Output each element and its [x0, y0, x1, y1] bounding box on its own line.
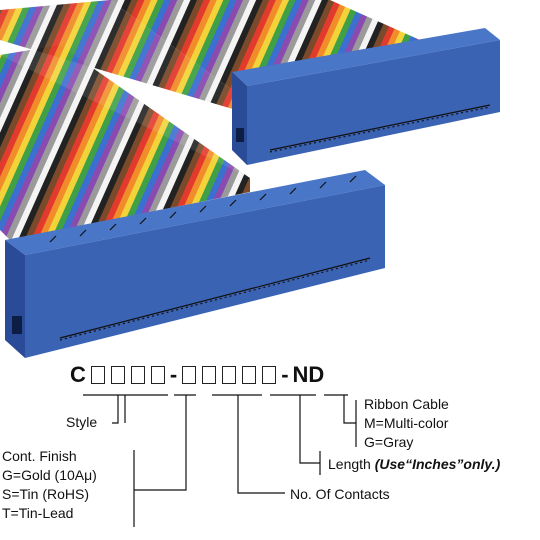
length-text: Length — [328, 456, 375, 472]
ribbon-box — [262, 366, 277, 384]
connector-lines — [83, 394, 357, 527]
cont-finish-tinlead: T=Tin-Lead — [2, 505, 74, 521]
code-prefix: C — [70, 362, 86, 387]
part-number-code: C - - ND — [68, 361, 326, 389]
length-label: Length (Use“Inches”only.) — [328, 455, 500, 473]
length-box — [222, 366, 237, 384]
back-connector — [232, 28, 500, 165]
style-label: Style — [66, 414, 98, 430]
style-box — [130, 366, 145, 384]
contacts-box — [182, 366, 197, 384]
product-illustration — [0, 0, 500, 358]
style-box — [110, 366, 125, 384]
cont-finish-title: Cont. Finish — [2, 448, 77, 464]
front-connector — [5, 170, 385, 358]
cont-finish-gold: G=Gold (10Aμ) — [2, 467, 97, 483]
style-box — [90, 366, 105, 384]
front-ribbon-cable — [0, 45, 250, 240]
part-number-diagram: C - - ND Style Cont. Finish — [0, 355, 540, 540]
back-ribbon-cable — [0, 0, 420, 110]
length-box — [242, 366, 257, 384]
code-dash: - — [169, 362, 178, 387]
gray-label: G=Gray — [364, 434, 414, 450]
contacts-box — [202, 366, 217, 384]
length-note: (Use“Inches”only.) — [374, 456, 501, 472]
ribbon-cable-label: Ribbon Cable — [364, 396, 449, 412]
multi-color-label: M=Multi-color — [364, 415, 449, 431]
contacts-label: No. Of Contacts — [290, 486, 390, 502]
code-suffix: ND — [292, 362, 325, 387]
cont-finish-tin: S=Tin (RoHS) — [2, 486, 90, 502]
finish-box — [150, 366, 165, 384]
code-dash: - — [281, 362, 289, 387]
